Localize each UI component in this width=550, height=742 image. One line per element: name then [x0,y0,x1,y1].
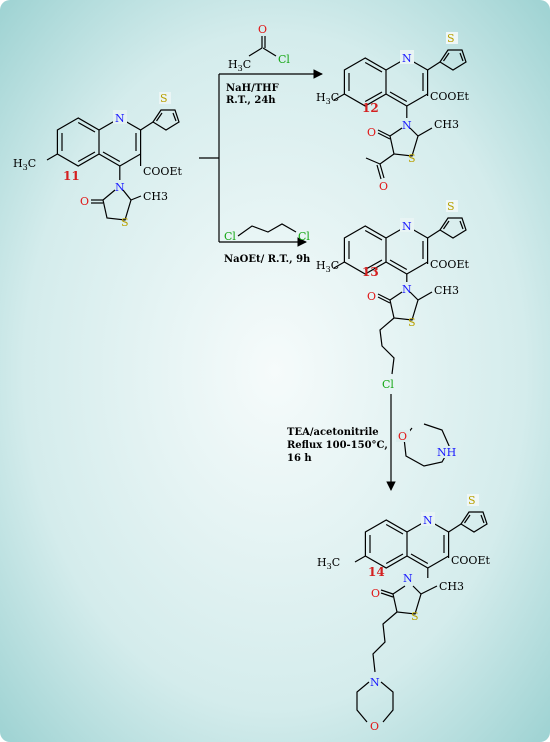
c13-chlorine: Cl [382,378,394,391]
morpholine-oxygen: O [398,430,407,443]
c11-thiophene-sulfur: S [160,92,168,105]
step3-conditions-line3: 16 h [287,453,312,464]
acetyl-oxygen: O [258,23,267,36]
reagent-dichloropropane: Cl Cl [224,223,310,243]
c14-methyl-ch3: CH3 [439,580,464,593]
compound-12: N S COOEt H3C N O S CH3 O 12 [316,32,469,193]
c13-carbonyl-oxygen: O [367,290,376,303]
step3-conditions-line2: Reflux 100-150°C, [287,440,388,451]
c11-ring-sulfur: S [121,216,129,229]
compound-14: N S COOEt H3C N O S CH3 N O 14 [317,494,490,733]
c14-ring-sulfur: S [411,610,419,623]
compound-13: N S COOEt H3C N O S CH3 Cl 13 [316,200,469,391]
reagent-acetyl-chloride: H3C O Cl [228,23,290,73]
acetyl-methyl-label: H3C [228,58,251,73]
c11-carbonyl-oxygen: O [80,195,89,208]
c12-ring-nitrogen: N [402,52,412,65]
c14-morpholine-oxygen: O [370,720,379,733]
c14-methyl-label: H3C [317,556,340,571]
acetyl-chlorine: Cl [278,53,290,66]
compound-number-11: 11 [63,169,80,183]
c14-morpholine-nitrogen: N [370,676,380,689]
compound-number-13: 13 [362,265,379,279]
c13-thiazolidinone-nitrogen: N [402,283,412,296]
c12-acetyl-oxygen: O [379,180,388,193]
c12-methyl-ch3: CH3 [434,118,459,131]
c11-thiazolidinone-nitrogen: N [115,181,125,194]
c12-thiazolidinone-nitrogen: N [402,119,412,132]
c13-ring-sulfur: S [408,316,416,329]
c11-methyl-ch3: CH3 [143,190,168,203]
c13-ester-group: COOEt [430,258,469,271]
reagent-morpholine: O NH [396,423,458,467]
c11-methyl-label: H3C [13,157,36,172]
dcp-chlorine-right: Cl [298,230,310,243]
c12-ring-sulfur: S [408,152,416,165]
c13-methyl-label: H3C [316,259,339,274]
c12-ester-group: COOEt [430,90,469,103]
c13-methyl-ch3: CH3 [434,284,459,297]
c14-thiophene-sulfur: S [468,494,476,507]
step1-conditions-line2: R.T., 24h [226,95,276,106]
morpholine-nh: NH [437,446,456,459]
branch-arrows [199,69,323,247]
c14-carbonyl-oxygen: O [371,587,380,600]
c13-ring-nitrogen: N [402,220,412,233]
c11-ring-nitrogen: N [115,112,125,125]
c11-ester-group: COOEt [143,165,182,178]
c12-methyl-label: H3C [316,91,339,106]
compound-11: N S COOEt H3C N O S CH3 11 [13,92,182,229]
compound-number-12: 12 [362,101,379,115]
dcp-chlorine-left: Cl [224,230,236,243]
compound-number-14: 14 [368,565,385,579]
c12-carbonyl-oxygen: O [367,126,376,139]
step3-conditions-line1: TEA/acetonitrile [287,427,379,438]
c14-ester-group: COOEt [451,554,490,567]
c14-ring-nitrogen: N [423,514,433,527]
c12-thiophene-sulfur: S [447,32,455,45]
c14-thiazolidinone-nitrogen: N [403,572,413,585]
c13-thiophene-sulfur: S [447,200,455,213]
step2-conditions: NaOEt/ R.T., 9h [224,254,311,265]
step1-conditions-line1: NaH/THF [226,83,279,94]
